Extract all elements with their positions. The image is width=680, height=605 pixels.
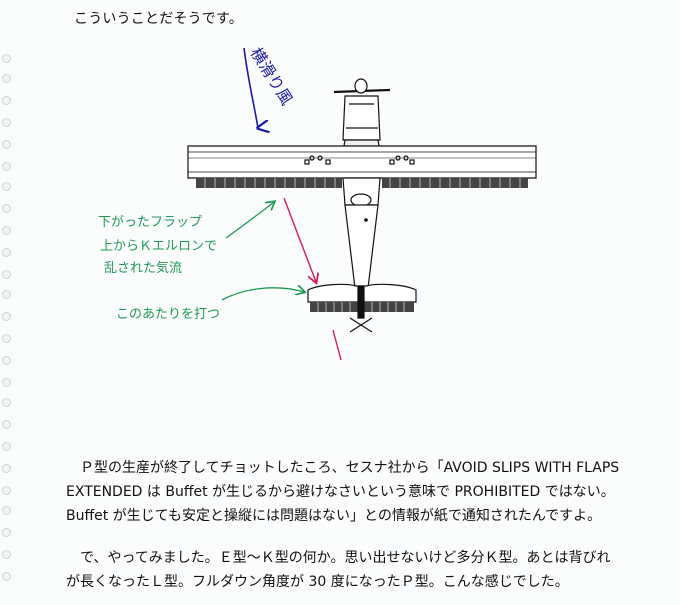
aircraft-diagram: 横滑り風 bbox=[98, 44, 537, 361]
tail-note: このあたりを打つ bbox=[116, 307, 220, 322]
wind-arrow-icon bbox=[243, 47, 258, 128]
wind-label: 横滑り風 bbox=[247, 44, 297, 108]
paragraph-line: Ｐ型の生産が終了してチョットしたころ、セスナ社から「AVOID SLIPS WI… bbox=[66, 460, 620, 476]
flap-note-2: 上からＫエルロンで bbox=[100, 239, 217, 254]
flap-note-arrow-icon bbox=[225, 202, 274, 239]
intro-line: こういうことだそうです。 bbox=[74, 11, 243, 27]
airplane-top-view bbox=[187, 78, 537, 333]
paragraph-line: が長くなったＬ型。フルダウン角度が 30 度になったＰ型。こんな感じでした。 bbox=[66, 574, 569, 590]
tail-note-arrow-icon bbox=[221, 288, 304, 301]
disturbed-airflow-line-tail bbox=[332, 329, 342, 361]
body-text: Ｐ型の生産が終了してチョットしたころ、セスナ社から「AVOID SLIPS WI… bbox=[66, 456, 666, 594]
paragraph-line: で、やってみました。Ｅ型～Ｋ型の何か。思い出せないけど多分Ｋ型。あとは背びれ bbox=[66, 550, 611, 566]
paragraph-line: Buffet が生じても安定と操縦には問題はない」との情報が紙で通知されたんです… bbox=[66, 508, 602, 524]
flap-note-1: 下がったフラップ bbox=[98, 215, 202, 230]
disturbed-airflow-line bbox=[283, 197, 316, 282]
binder-holes bbox=[0, 0, 12, 605]
flap-note-3: 乱された気流 bbox=[104, 260, 182, 276]
paragraph-line: EXTENDED は Buffet が生じるから避けなさいという意味で PROH… bbox=[66, 484, 615, 500]
